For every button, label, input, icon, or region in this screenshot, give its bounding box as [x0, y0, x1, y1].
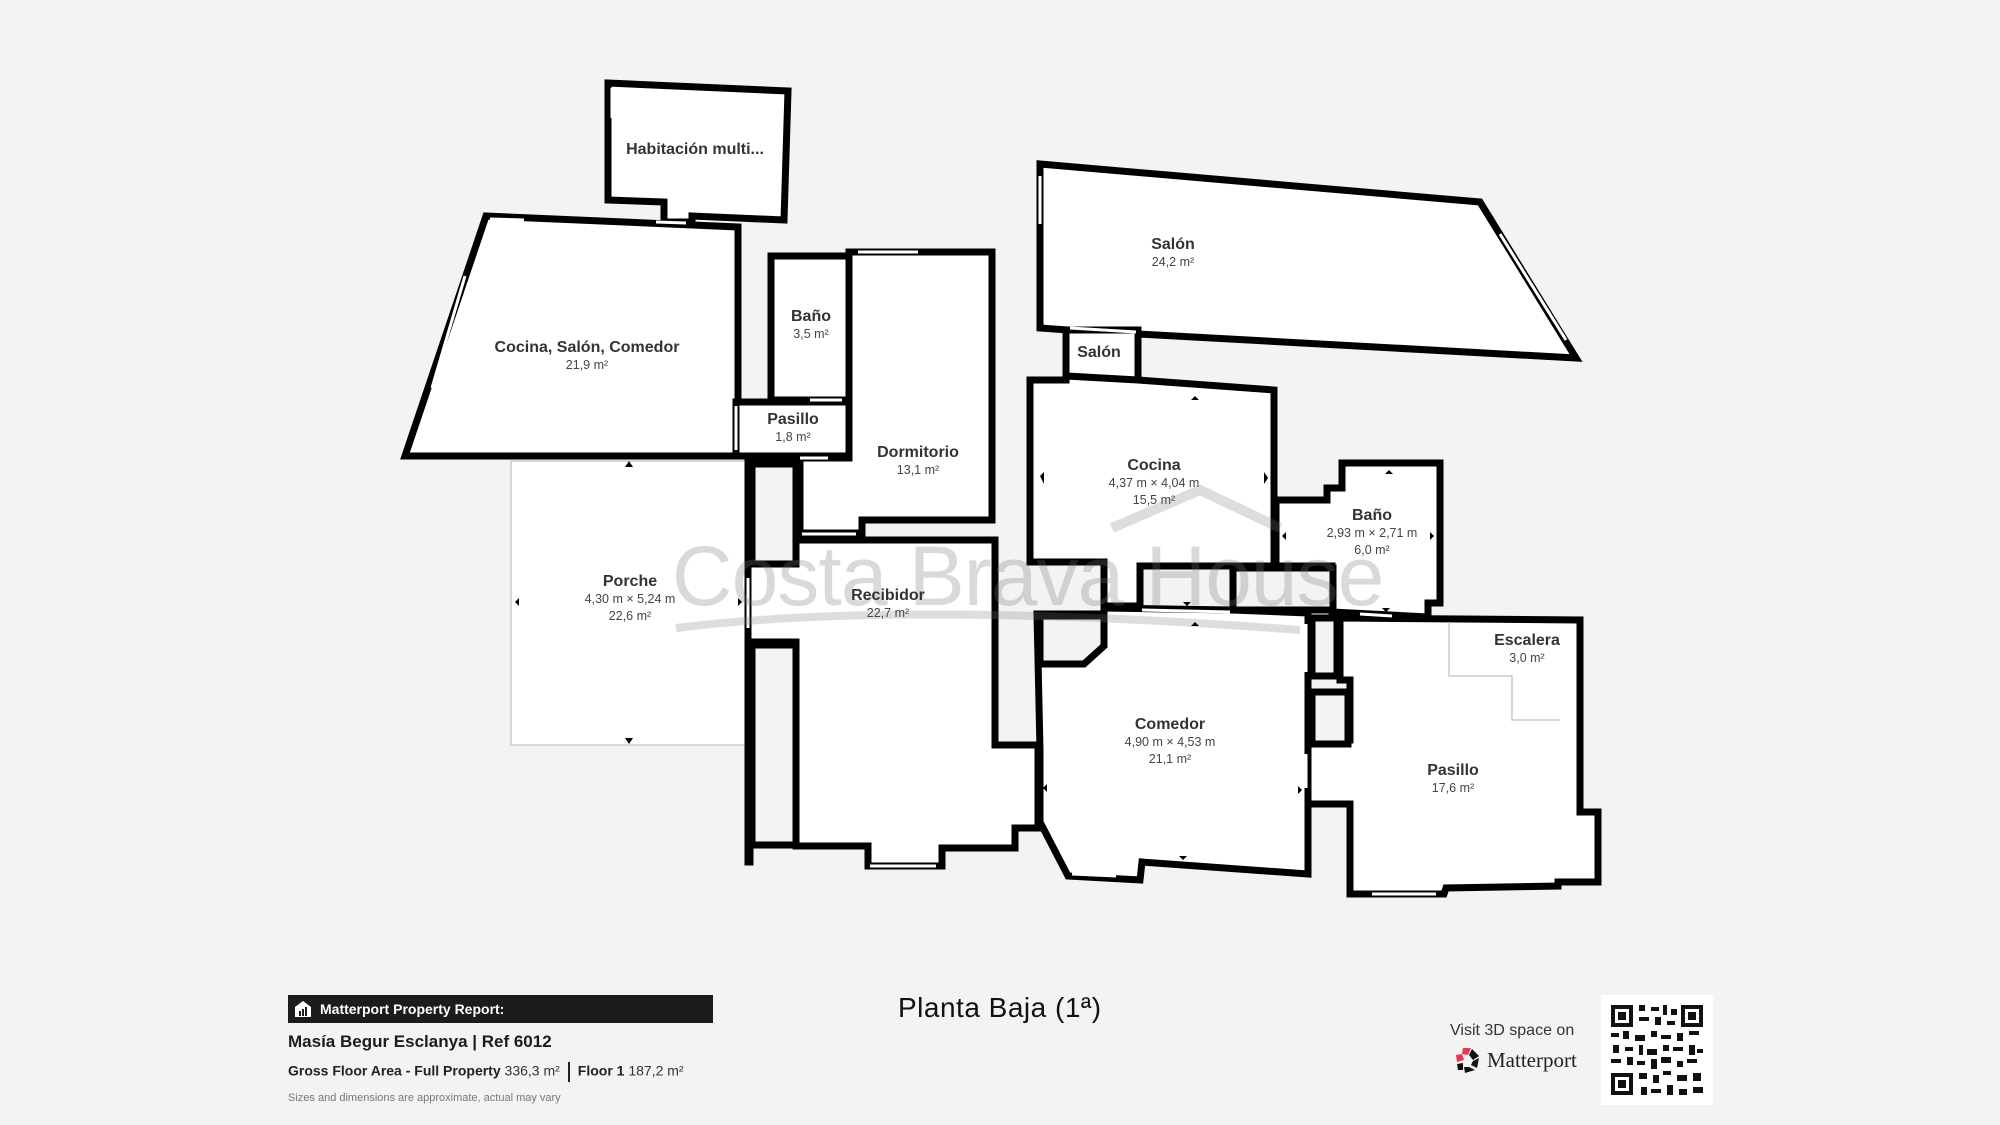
- room-label-dormitorio: Dormitorio 13,1 m²: [877, 444, 959, 477]
- gross-value: 336,3 m²: [504, 1062, 560, 1079]
- room-label-comedor: Comedor 4,90 m × 4,53 m 21,1 m²: [1124, 716, 1216, 766]
- gross-label: Gross Floor Area - Full Property: [288, 1062, 501, 1079]
- gross-floor-area: Gross Floor Area - Full Property 336,3 m…: [288, 1062, 684, 1082]
- closet: [1036, 612, 1108, 668]
- room-label-porche: Porche 4,30 m × 5,24 m 22,6 m²: [584, 573, 676, 623]
- disclaimer: Sizes and dimensions are approximate, ac…: [288, 1092, 561, 1104]
- matterport-brand: Matterport: [1487, 1047, 1577, 1072]
- stairs-outline: [1448, 622, 1560, 721]
- property-title: Masía Begur Esclanya | Ref 6012: [288, 1032, 552, 1051]
- room-cocina-salon-comedor[interactable]: [400, 212, 742, 460]
- room-label-salon-small: Salón: [1077, 344, 1121, 361]
- watermark-text: Costa Brava House: [672, 529, 1384, 623]
- qr-code[interactable]: [1601, 995, 1713, 1105]
- room-label-escalera: Escalera 3,0 m²: [1494, 632, 1560, 665]
- room-label-habitacion-multi: Habitación multi...: [626, 141, 764, 158]
- matterport-logo-icon: [1456, 1048, 1479, 1073]
- closet: [748, 460, 800, 568]
- room-label-recibidor: Recibidor 22,7 m²: [851, 587, 925, 620]
- visit-3d-text: Visit 3D space on: [1450, 1022, 1575, 1039]
- closet: [1308, 688, 1352, 748]
- room-comedor[interactable]: [1033, 604, 1312, 884]
- report-house-chart-icon: [295, 1001, 311, 1017]
- matterport-logo[interactable]: Matterport: [1453, 1046, 1577, 1074]
- floor-label: Floor 1: [577, 1062, 625, 1079]
- watermark-roof: [1110, 484, 1283, 533]
- room-label-cocina: Cocina 4,37 m × 4,04 m 15,5 m²: [1108, 457, 1200, 507]
- qr-code-icon: [1611, 1005, 1703, 1095]
- watermark-swoosh: [675, 610, 1301, 634]
- room-label-pasillo-small: Pasillo 1,8 m²: [767, 411, 819, 444]
- closet: [1229, 564, 1337, 614]
- room-label-bano-large: Baño 2,93 m × 2,71 m 6,0 m²: [1326, 507, 1418, 557]
- room-label-bano-small: Baño 3,5 m²: [791, 308, 831, 341]
- room-dormitorio[interactable]: [796, 248, 996, 537]
- report-header-bar: Matterport Property Report:: [288, 995, 713, 1023]
- floor-title: Planta Baja (1ª): [898, 992, 1102, 1023]
- room-cocina[interactable]: [1026, 372, 1278, 610]
- closet: [1308, 614, 1341, 680]
- room-label-cocina-salon-comedor: Cocina, Salón, Comedor 21,9 m²: [494, 339, 680, 372]
- room-porche[interactable]: [510, 460, 748, 746]
- closet: [748, 641, 800, 849]
- divider: [567, 1062, 570, 1082]
- room-label-pasillo-large: Pasillo 17,6 m²: [1427, 762, 1479, 795]
- room-label-salon-large: Salón 24,2 m²: [1151, 236, 1195, 269]
- floor-value: 187,2 m²: [628, 1062, 684, 1079]
- report-header-text: Matterport Property Report:: [320, 1001, 505, 1017]
